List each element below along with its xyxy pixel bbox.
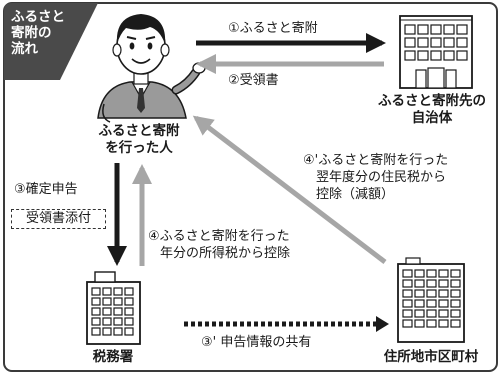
building-window bbox=[124, 287, 134, 296]
building-window bbox=[91, 297, 101, 306]
building-window bbox=[113, 327, 123, 336]
building-window bbox=[426, 299, 437, 308]
building-window bbox=[414, 319, 425, 328]
step4-resident-line-2: 翌年度分の住民税から bbox=[316, 170, 447, 185]
building-window bbox=[404, 24, 416, 35]
donor-label-line-2: を行った人 bbox=[105, 140, 173, 156]
receipt-attached-tag: 受領書添付 bbox=[11, 209, 106, 229]
building-window bbox=[414, 299, 425, 308]
building-window bbox=[450, 309, 461, 318]
building-window bbox=[438, 279, 449, 288]
destination-label-line-1: ふるさと寄附先の bbox=[378, 93, 486, 109]
building-window bbox=[443, 24, 455, 35]
building-window bbox=[402, 279, 413, 288]
step1-label: ①ふるさと寄附 bbox=[228, 21, 318, 36]
building-window bbox=[450, 279, 461, 288]
tax-office-windows bbox=[91, 287, 134, 336]
building-window bbox=[102, 327, 112, 336]
building-window bbox=[91, 307, 101, 316]
building-window bbox=[402, 319, 413, 328]
building-window bbox=[426, 279, 437, 288]
building-window bbox=[430, 24, 442, 35]
step2-label: ②受領書 bbox=[228, 73, 279, 88]
destination-building-door bbox=[415, 67, 457, 89]
tax-office-label: 税務署 bbox=[92, 349, 134, 365]
building-window bbox=[102, 287, 112, 296]
building-window bbox=[426, 289, 437, 298]
building-window bbox=[414, 309, 425, 318]
step4-income-line-1: ④ふるさと寄附を行った bbox=[148, 229, 290, 244]
building-window bbox=[402, 289, 413, 298]
destination-building-windows bbox=[404, 24, 468, 61]
building-window bbox=[414, 279, 425, 288]
building-window bbox=[113, 317, 123, 326]
building-window bbox=[102, 317, 112, 326]
corner-tab bbox=[4, 3, 98, 80]
building-window bbox=[113, 307, 123, 316]
corner-title-line-1: ふるさと bbox=[11, 9, 65, 25]
building-window bbox=[417, 24, 429, 35]
building-window bbox=[426, 319, 437, 328]
building-window bbox=[102, 297, 112, 306]
building-window bbox=[426, 269, 437, 278]
municipality-building-windows bbox=[402, 269, 461, 328]
building-window bbox=[404, 37, 416, 48]
building-window bbox=[430, 37, 442, 48]
building-window bbox=[91, 317, 101, 326]
arrow-step3-info-share-head bbox=[376, 316, 389, 332]
corner-title-line-2: 寄附の bbox=[11, 25, 52, 41]
arrow-step4-resident-tax bbox=[192, 115, 387, 264]
step4-income-line-2: 年分の所得税から控除 bbox=[160, 246, 291, 261]
building-window bbox=[450, 319, 461, 328]
building-window bbox=[430, 50, 442, 61]
donor-person-icon bbox=[97, 14, 206, 123]
building-window bbox=[102, 307, 112, 316]
building-window bbox=[438, 319, 449, 328]
donor-label-line-1: ふるさと寄附 bbox=[98, 123, 180, 139]
building-window bbox=[414, 289, 425, 298]
building-window bbox=[443, 37, 455, 48]
step4-resident-line-1: ④'ふるさと寄附を行った bbox=[303, 153, 449, 168]
municipality-label: 住所地市区町村 bbox=[383, 349, 479, 365]
building-window bbox=[402, 299, 413, 308]
building-window bbox=[91, 327, 101, 336]
building-window bbox=[438, 269, 449, 278]
building-window bbox=[113, 297, 123, 306]
building-window bbox=[438, 299, 449, 308]
building-window bbox=[124, 307, 134, 316]
building-window bbox=[113, 287, 123, 296]
building-window bbox=[414, 269, 425, 278]
building-window bbox=[402, 269, 413, 278]
building-window bbox=[450, 269, 461, 278]
building-window bbox=[450, 289, 461, 298]
building-window bbox=[417, 50, 429, 61]
step3-label: ③確定申告 bbox=[14, 182, 78, 197]
outer-frame bbox=[3, 2, 498, 372]
building-window bbox=[402, 309, 413, 318]
step4-resident-line-3: 控除（減額） bbox=[316, 187, 395, 202]
building-window bbox=[438, 309, 449, 318]
building-window bbox=[426, 309, 437, 318]
building-window bbox=[404, 50, 416, 61]
building-window bbox=[443, 50, 455, 61]
building-window bbox=[456, 50, 468, 61]
building-window bbox=[124, 317, 134, 326]
building-window bbox=[456, 24, 468, 35]
building-window bbox=[124, 297, 134, 306]
destination-label-line-2: 自治体 bbox=[411, 110, 453, 126]
corner-title-line-3: 流れ bbox=[11, 41, 38, 57]
building-window bbox=[417, 37, 429, 48]
building-window bbox=[438, 289, 449, 298]
step3-share-label: ③' 申告情報の共有 bbox=[201, 335, 312, 350]
building-window bbox=[124, 327, 134, 336]
building-window bbox=[456, 37, 468, 48]
building-window bbox=[91, 287, 101, 296]
building-window bbox=[450, 299, 461, 308]
